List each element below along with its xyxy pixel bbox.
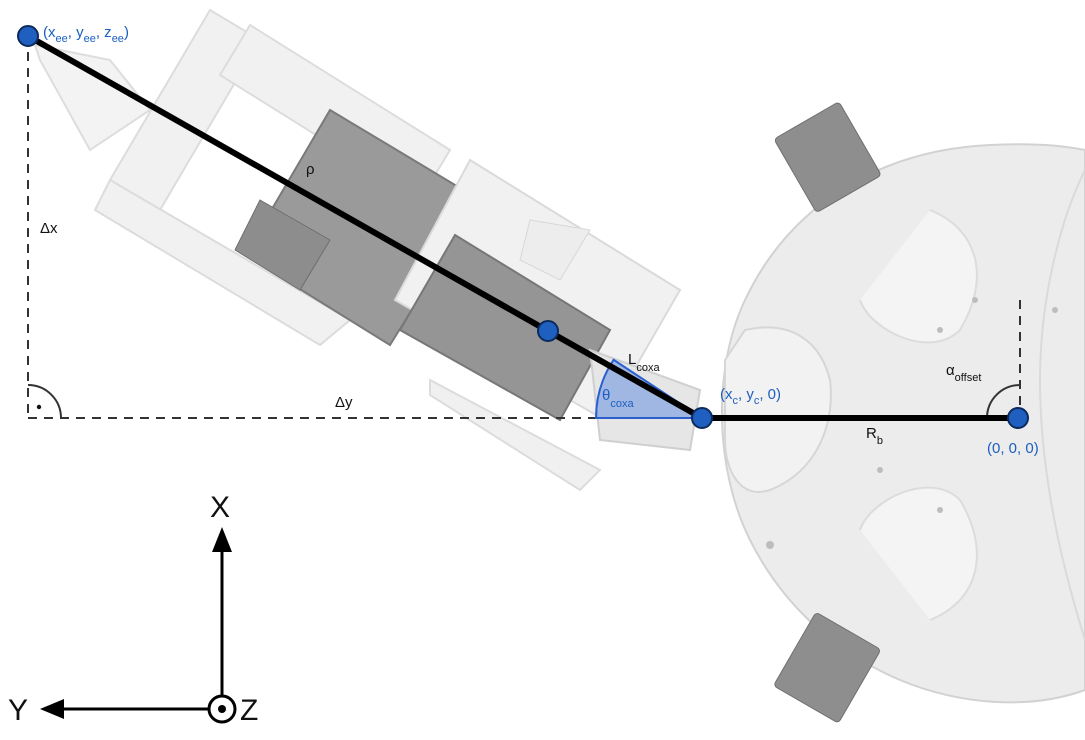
- robot-leg: [33, 8, 702, 492]
- l-coxa-label: Lcoxa: [628, 351, 660, 374]
- r-b-label: Rb: [866, 425, 883, 447]
- joint-points: [17, 25, 1029, 429]
- rho-label: ρ: [306, 161, 315, 178]
- delta-x-label: Δx: [40, 220, 58, 237]
- coxa-joint-label: (xc, yc, 0): [720, 386, 781, 407]
- z-axis-dot: [218, 705, 226, 713]
- rho-link: [25, 33, 551, 334]
- origin-point: [1007, 407, 1029, 429]
- theta-coxa-label: θcoxa: [602, 387, 634, 410]
- y-axis-arrowhead: [40, 699, 64, 719]
- coxa-link: [545, 328, 705, 421]
- z-axis-label: Z: [240, 694, 258, 727]
- coordinate-frame: X Y Z: [8, 491, 258, 727]
- femur-joint-point: [537, 320, 559, 342]
- alpha-offset-arc: [986, 384, 1021, 419]
- kinematic-links: [25, 33, 1021, 421]
- y-axis-label: Y: [8, 694, 28, 727]
- origin-label: (0, 0, 0): [987, 440, 1039, 457]
- end-effector-point: [17, 25, 39, 47]
- end-effector-label: (xee, yee, zee): [43, 24, 129, 45]
- delta-y-label: Δy: [335, 394, 353, 411]
- x-axis-arrowhead: [212, 527, 232, 552]
- coxa-joint-point: [691, 407, 713, 429]
- right-angle-dot: [36, 404, 42, 410]
- construction-lines: [27, 36, 1021, 419]
- robot-body: [721, 102, 1085, 723]
- x-axis-label: X: [210, 491, 230, 524]
- alpha-offset-label: αoffset: [946, 362, 981, 384]
- right-angle-marker: [27, 384, 62, 419]
